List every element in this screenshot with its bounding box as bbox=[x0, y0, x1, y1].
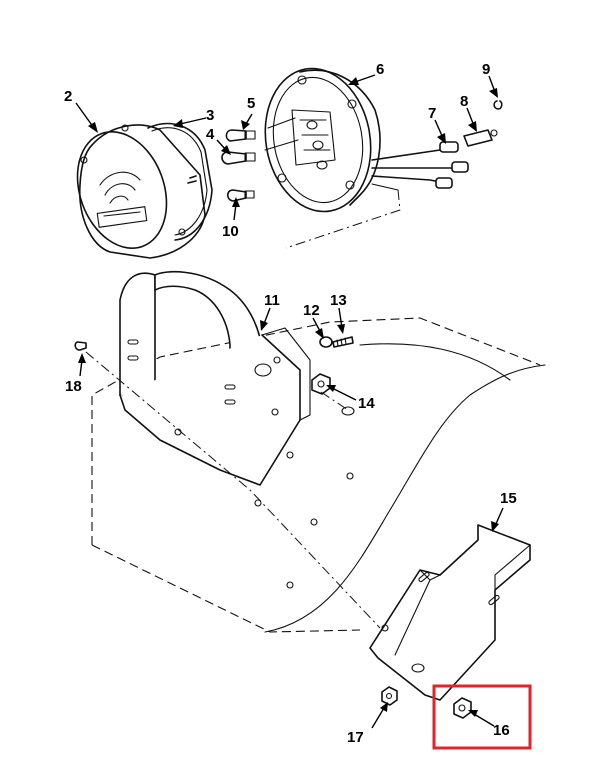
bracket-item-11 bbox=[85, 270, 381, 629]
callout-9: 9 bbox=[482, 61, 490, 78]
bulbs bbox=[221, 129, 256, 202]
callout-12: 12 bbox=[303, 302, 320, 319]
terminal-item-9 bbox=[493, 100, 503, 110]
callout-16: 16 bbox=[493, 722, 510, 739]
bolt-item-18 bbox=[74, 341, 87, 351]
wire-harness bbox=[285, 100, 503, 249]
callout-labels: 2 3 4 5 6 7 8 9 10 11 12 13 14 15 16 17 … bbox=[64, 61, 517, 746]
callout-10: 10 bbox=[222, 223, 239, 240]
gasket-item-3 bbox=[147, 122, 213, 241]
callout-6: 6 bbox=[376, 61, 384, 78]
nut-item-14 bbox=[311, 373, 355, 416]
bracket-item-15 bbox=[369, 524, 531, 701]
callout-11: 11 bbox=[264, 292, 280, 309]
nut-item-17 bbox=[381, 686, 398, 706]
callout-4: 4 bbox=[206, 126, 215, 143]
lockwasher-item-12 bbox=[319, 336, 333, 348]
fender-holes bbox=[254, 451, 354, 589]
nut-item-16 bbox=[453, 697, 472, 719]
callout-3: 3 bbox=[206, 107, 214, 124]
connector-item-8 bbox=[463, 129, 498, 147]
callout-8: 8 bbox=[460, 93, 468, 110]
bulb-item-5 bbox=[225, 129, 256, 142]
bulb-item-10 bbox=[226, 189, 255, 202]
callout-13: 13 bbox=[330, 292, 347, 309]
highlight-box-item-16 bbox=[432, 684, 532, 750]
screw-item-13 bbox=[332, 336, 354, 348]
callout-18: 18 bbox=[65, 378, 82, 395]
lamp-body-item-6 bbox=[264, 67, 381, 213]
callout-14: 14 bbox=[358, 395, 375, 412]
bulb-item-4 bbox=[221, 151, 256, 165]
leader-lines bbox=[75, 74, 504, 729]
callout-2: 2 bbox=[64, 88, 72, 105]
callout-15: 15 bbox=[500, 490, 517, 507]
connector-item-7 bbox=[439, 141, 459, 153]
callout-7: 7 bbox=[428, 105, 436, 122]
callout-17: 17 bbox=[347, 729, 364, 746]
lamp-housing-item-2 bbox=[76, 124, 206, 259]
callout-5: 5 bbox=[247, 95, 255, 112]
